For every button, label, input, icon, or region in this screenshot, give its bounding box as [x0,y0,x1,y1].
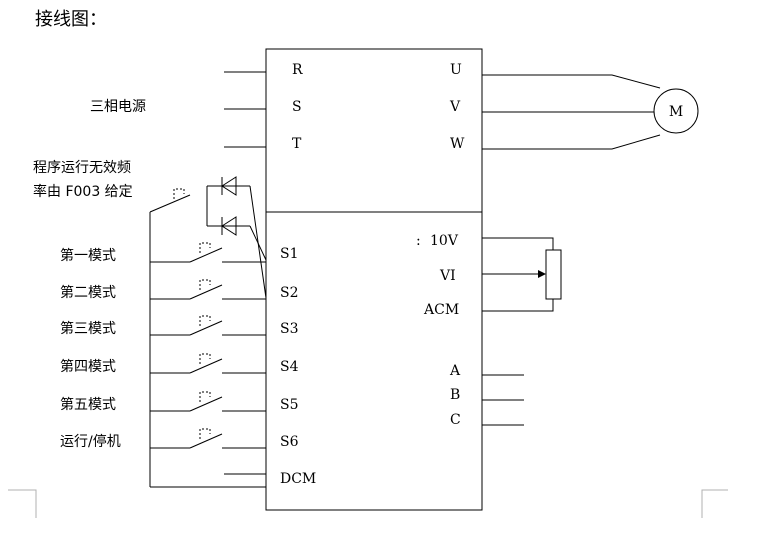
switch-6-lever [189,433,223,449]
program-note-line1: 程序运行无效频 [33,160,131,176]
corner-mark-right [701,489,728,518]
terminal-s1: S1 [280,246,299,262]
switch-5-lever [189,396,223,412]
terminal-acm: ACM [423,302,459,318]
input-row-4: 第四模式 S4 [60,353,299,375]
terminal-c: C [450,412,461,428]
terminal-w: W [450,136,465,152]
wire-w [482,134,661,150]
terminal-b: B [450,387,460,403]
input-row-1: 第一模式 S1 [60,242,299,264]
terminal-t: T [292,136,302,152]
switch-1-tab [199,242,211,253]
switch-2-tab [199,279,211,290]
switch-2-lever [189,284,223,300]
wire-acm [482,299,554,312]
wire-10v [482,237,554,250]
terminal-a: A [449,363,461,379]
terminal-s4: S4 [280,359,299,375]
input-label-5: 第五模式 [60,396,116,413]
diode-wire-to-s1 [249,225,267,261]
terminal-s: S [292,99,302,115]
terminal-s2: S2 [280,285,299,301]
input-row-5: 第五模式 S5 [60,391,299,413]
input-row-3: 第三模式 S3 [60,315,299,337]
terminal-s3: S3 [280,321,299,337]
input-label-4: 第四模式 [60,358,116,375]
switch-4-tab [199,353,211,364]
diagram-title: 接线图： [35,9,107,30]
switch-4-lever [189,358,223,374]
power-label: 三相电源 [90,99,146,115]
input-label-6: 运行/停机 [60,433,121,450]
terminal-r: R [292,62,303,78]
program-switch-lever [149,194,191,213]
terminal-v: V [449,99,461,115]
input-label-1: 第一模式 [60,247,116,264]
terminal-s5: S5 [280,397,299,413]
diode-1-icon [221,176,237,196]
potentiometer-body [545,249,562,300]
corner-mark-left [8,489,37,518]
switch-3-tab [199,315,211,326]
program-note-line2: 率由 F003 给定 [33,183,133,200]
input-label-3: 第三模式 [60,320,116,337]
program-switch-tab [173,188,185,199]
motor-label: M [669,104,683,120]
switch-3-lever [189,320,223,336]
input-row-2: 第二模式 S2 [60,279,299,301]
inverter-box [265,48,483,511]
terminal-10v: 10V [430,233,459,249]
switch-1-lever [189,247,223,263]
input-label-2: 第二模式 [60,284,116,301]
terminal-dcm: DCM [280,471,316,487]
switch-6-tab [199,428,211,439]
terminal-u: U [450,62,462,78]
analog-mark: : [416,233,421,249]
terminal-vi: VI [439,268,456,284]
wire-u [482,74,661,89]
switch-5-tab [199,391,211,402]
wiper-arrow-icon [538,270,546,278]
diode-2-icon [221,216,237,236]
input-row-6: 运行/停机 S6 [60,428,299,450]
motor-symbol [653,88,699,134]
terminal-s6: S6 [280,434,299,450]
